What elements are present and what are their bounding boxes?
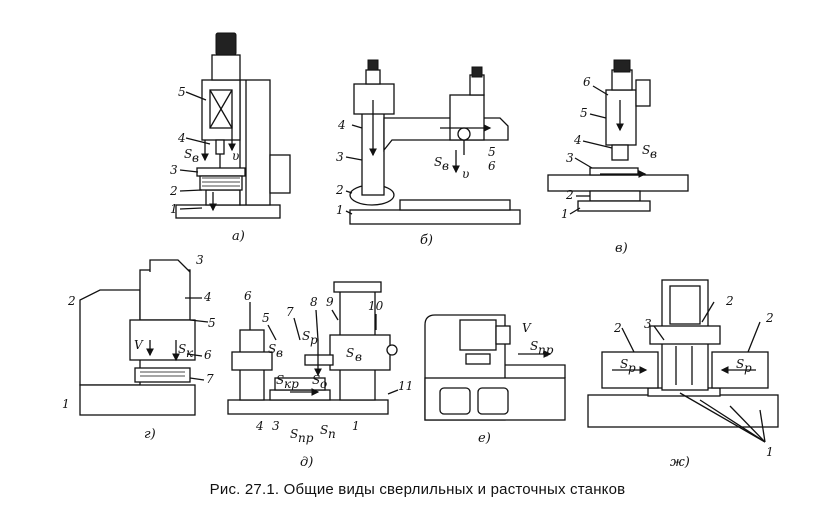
panel-d-feed-so-sub: о [320, 377, 327, 391]
panel-d-label-7: 7 [286, 305, 294, 319]
panel-g-speed-v: V [134, 338, 144, 352]
panel-e-speed-v: V [522, 321, 532, 335]
panel-b-label-5: 5 [488, 145, 496, 159]
panel-zh-label-2-top: 2 [725, 294, 734, 308]
panel-b-radial-drill [345, 59, 521, 225]
panel-d-feed-sr: S [302, 329, 310, 343]
panel-v-label-5: 5 [580, 106, 588, 120]
panel-d-feed-sr-sub: р [310, 333, 318, 347]
figure-caption: Рис. 27.1. Общие виды сверлильных и раст… [209, 481, 626, 498]
panel-g-sublabel: г) [144, 427, 156, 442]
panel-zh-label-3: 3 [644, 317, 652, 331]
panel-b-sublabel: б) [420, 233, 433, 248]
panel-d-label-11: 11 [398, 379, 413, 393]
panel-a-label-4: 4 [177, 131, 186, 145]
panel-d-label-1: 1 [352, 419, 360, 433]
panel-zh-sublabel: ж) [670, 455, 690, 470]
panel-d-label-5: 5 [262, 311, 270, 325]
panel-d-feed-sb-sub: в [355, 350, 362, 364]
panel-b-label-6: 6 [488, 159, 496, 173]
panel-v-label-1: 1 [561, 207, 569, 221]
panel-d-label-9: 9 [326, 295, 334, 309]
panel-d-feed-skr-sub: кр [284, 377, 299, 391]
panel-v-feed-sub: в [650, 147, 657, 161]
panel-a-label-2: 2 [169, 184, 178, 198]
panel-b-label-4: 4 [337, 118, 346, 132]
panel-d-horizontal-boring [227, 281, 399, 415]
panel-b-label-2: 2 [335, 183, 344, 197]
panel-zh-feed-right-sub: р [744, 361, 752, 375]
panel-a-feed-sub: в [192, 151, 199, 165]
panel-g-label-6: 6 [204, 348, 212, 362]
panel-d-label-10: 10 [368, 299, 384, 313]
panel-a-sublabel: а) [232, 229, 245, 244]
panel-d-feed-sb: S [346, 346, 354, 360]
panel-b-feed-s: S [434, 155, 442, 169]
panel-g-label-3: 3 [196, 253, 204, 267]
panel-a-label-3: 3 [170, 163, 178, 177]
panel-d-feed-skr: S [276, 373, 284, 387]
panel-d-feed-spr: S [290, 427, 298, 441]
panel-d-sublabel: д) [300, 455, 313, 470]
panel-v-feed-s: S [642, 143, 650, 157]
panel-g-feed-s: S [178, 342, 186, 356]
panel-zh-feed-right-s: S [736, 357, 744, 371]
panel-v-label-3: 3 [566, 151, 574, 165]
panel-v-label-4: 4 [573, 133, 582, 147]
panel-b-label-3: 3 [336, 150, 344, 164]
panel-zh-label-2-right: 2 [765, 311, 774, 325]
panel-g-boring-machine [79, 259, 209, 416]
panel-g-label-2: 2 [67, 294, 76, 308]
panel-e-sublabel: е) [478, 431, 491, 446]
panel-g-label-4: 4 [203, 290, 212, 304]
panel-d-label-4: 4 [255, 419, 264, 433]
panel-v-table-drill [547, 59, 689, 215]
panel-a-feed-s: S [184, 147, 192, 161]
panel-e-feed-s: S [530, 339, 538, 353]
panel-d-label-8: 8 [310, 295, 318, 309]
panel-g-label-7: 7 [206, 372, 214, 386]
panel-g-label-5: 5 [208, 316, 216, 330]
panel-v-label-2: 2 [565, 188, 574, 202]
panel-b-feed-sub: в [442, 159, 449, 173]
panel-b-label-1: 1 [336, 203, 344, 217]
panel-zh-aggregate-machine [587, 279, 779, 443]
panel-a-label-1: 1 [170, 202, 178, 216]
panel-zh-label-1: 1 [766, 445, 774, 459]
panel-zh-label-2-left: 2 [613, 321, 622, 335]
panel-g-feed-sub: к [186, 346, 194, 360]
panel-d-feed-sp-sub: п [328, 427, 336, 441]
panel-v-label-6: 6 [583, 75, 591, 89]
panel-b-speed: υ [462, 167, 469, 181]
panel-d-feed-sv: S [268, 342, 276, 356]
panel-d-feed-so: S [312, 373, 320, 387]
panel-a-vertical-drill [175, 32, 291, 219]
panel-d-feed-sp: S [320, 423, 328, 437]
panel-d-feed-sv-sub: в [276, 346, 283, 360]
panel-zh-feed-left-sub: р [628, 361, 636, 375]
panel-e-fine-boring [424, 314, 566, 421]
panel-a-label-5: 5 [178, 85, 186, 99]
panel-g-label-1: 1 [62, 397, 70, 411]
panel-a-speed: υ [232, 149, 239, 163]
panel-e-feed-sub: пр [538, 343, 554, 357]
panel-d-label-6: 6 [244, 289, 252, 303]
panel-d-feed-spr-sub: пр [298, 431, 314, 445]
panel-d-label-3: 3 [272, 419, 280, 433]
panel-v-sublabel: в) [615, 241, 628, 256]
panel-zh-feed-left-s: S [620, 357, 628, 371]
